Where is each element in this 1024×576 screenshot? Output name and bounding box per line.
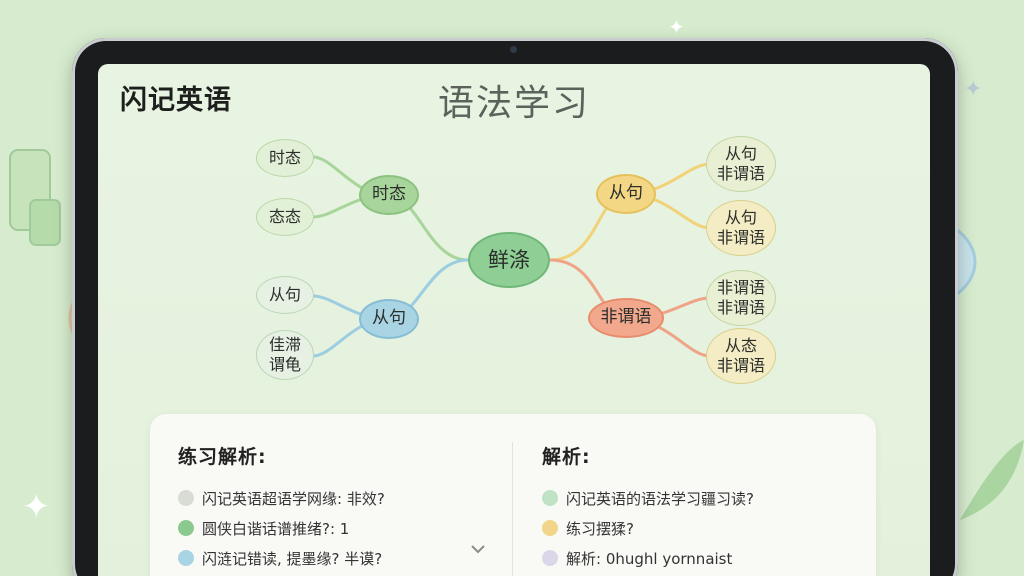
list-item-text: 圆侠白谐话谱推绪?: 1 bbox=[202, 519, 350, 538]
leaf-illustration-icon bbox=[960, 440, 1024, 520]
list-item[interactable]: 圆侠白谐话谱推绪?: 1 bbox=[178, 513, 488, 543]
analysis-column: 解析: 闪记英语的语法学习疆习读? 练习摆猱? 解析: 0hughl yornn… bbox=[542, 442, 862, 573]
app-screen: 闪记英语 语法学习 鲜涤 时态 时态 态态 从句 从句 佳滞 谓龟 从句 从句 … bbox=[98, 64, 930, 576]
list-item-text: 闪涟记错读, 提墨缘? 半谟? bbox=[202, 549, 383, 568]
mindmap-leaf-node[interactable]: 佳滞 谓龟 bbox=[256, 330, 314, 380]
column-divider bbox=[512, 442, 513, 576]
practice-analysis-title: 练习解析: bbox=[178, 446, 267, 468]
mindmap-leaf-node[interactable]: 态态 bbox=[256, 198, 314, 236]
plant-sticker-icon bbox=[9, 149, 61, 246]
mindmap-branch-tense[interactable]: 时态 bbox=[359, 175, 419, 215]
mindmap-branch-nonfinite[interactable]: 非谓语 bbox=[588, 298, 664, 338]
sparkle-icon: ✦ bbox=[668, 15, 685, 39]
list-item[interactable]: 闪涟记错读, 提墨缘? 半谟? bbox=[178, 543, 488, 573]
list-item[interactable]: 解析: 0hughl yornnaist bbox=[542, 543, 862, 573]
chevron-down-icon[interactable] bbox=[470, 539, 486, 558]
mindmap-leaf-node[interactable]: 从句 非谓语 bbox=[706, 200, 776, 256]
mindmap-branch-clause[interactable]: 从句 bbox=[359, 299, 419, 339]
list-item[interactable]: 闪记英语超语学网缘: 非效? bbox=[178, 483, 488, 513]
status-dot bbox=[178, 550, 194, 566]
status-dot bbox=[178, 520, 194, 536]
mindmap-leaf-node[interactable]: 从态 非谓语 bbox=[706, 328, 776, 384]
status-dot bbox=[542, 520, 558, 536]
analysis-panel: 练习解析: 闪记英语超语学网缘: 非效? 圆侠白谐话谱推绪?: 1 闪涟记错读,… bbox=[150, 414, 876, 576]
mindmap-branch-clause-right[interactable]: 从句 bbox=[596, 174, 656, 214]
mindmap-leaf-node[interactable]: 时态 bbox=[256, 139, 314, 177]
list-item[interactable]: 练习摆猱? bbox=[542, 513, 862, 543]
mindmap-leaf-node[interactable]: 非谓语 非谓语 bbox=[706, 270, 776, 326]
mindmap-leaf-node[interactable]: 从句 非谓语 bbox=[706, 136, 776, 192]
app-logo-text: 闪记英语 bbox=[120, 85, 232, 116]
status-dot bbox=[542, 490, 558, 506]
list-item-text: 解析: 0hughl yornnaist bbox=[566, 549, 733, 568]
sparkle-icon: ✦ bbox=[22, 487, 51, 527]
status-dot bbox=[542, 550, 558, 566]
page-title: 语法学习 bbox=[437, 83, 590, 124]
list-item-text: 练习摆猱? bbox=[566, 519, 634, 538]
analysis-title: 解析: bbox=[542, 446, 591, 468]
mindmap-leaf-node[interactable]: 从句 bbox=[256, 276, 314, 314]
mindmap-center-node[interactable]: 鲜涤 bbox=[468, 232, 550, 288]
camera-icon bbox=[510, 46, 517, 53]
list-item-text: 闪记英语的语法学习疆习读? bbox=[566, 489, 754, 508]
sparkle-icon: ✦ bbox=[964, 77, 982, 102]
list-item[interactable]: 闪记英语的语法学习疆习读? bbox=[542, 483, 862, 513]
practice-analysis-column: 练习解析: 闪记英语超语学网缘: 非效? 圆侠白谐话谱推绪?: 1 闪涟记错读,… bbox=[178, 442, 488, 573]
list-item-text: 闪记英语超语学网缘: 非效? bbox=[202, 489, 385, 508]
status-dot bbox=[178, 490, 194, 506]
